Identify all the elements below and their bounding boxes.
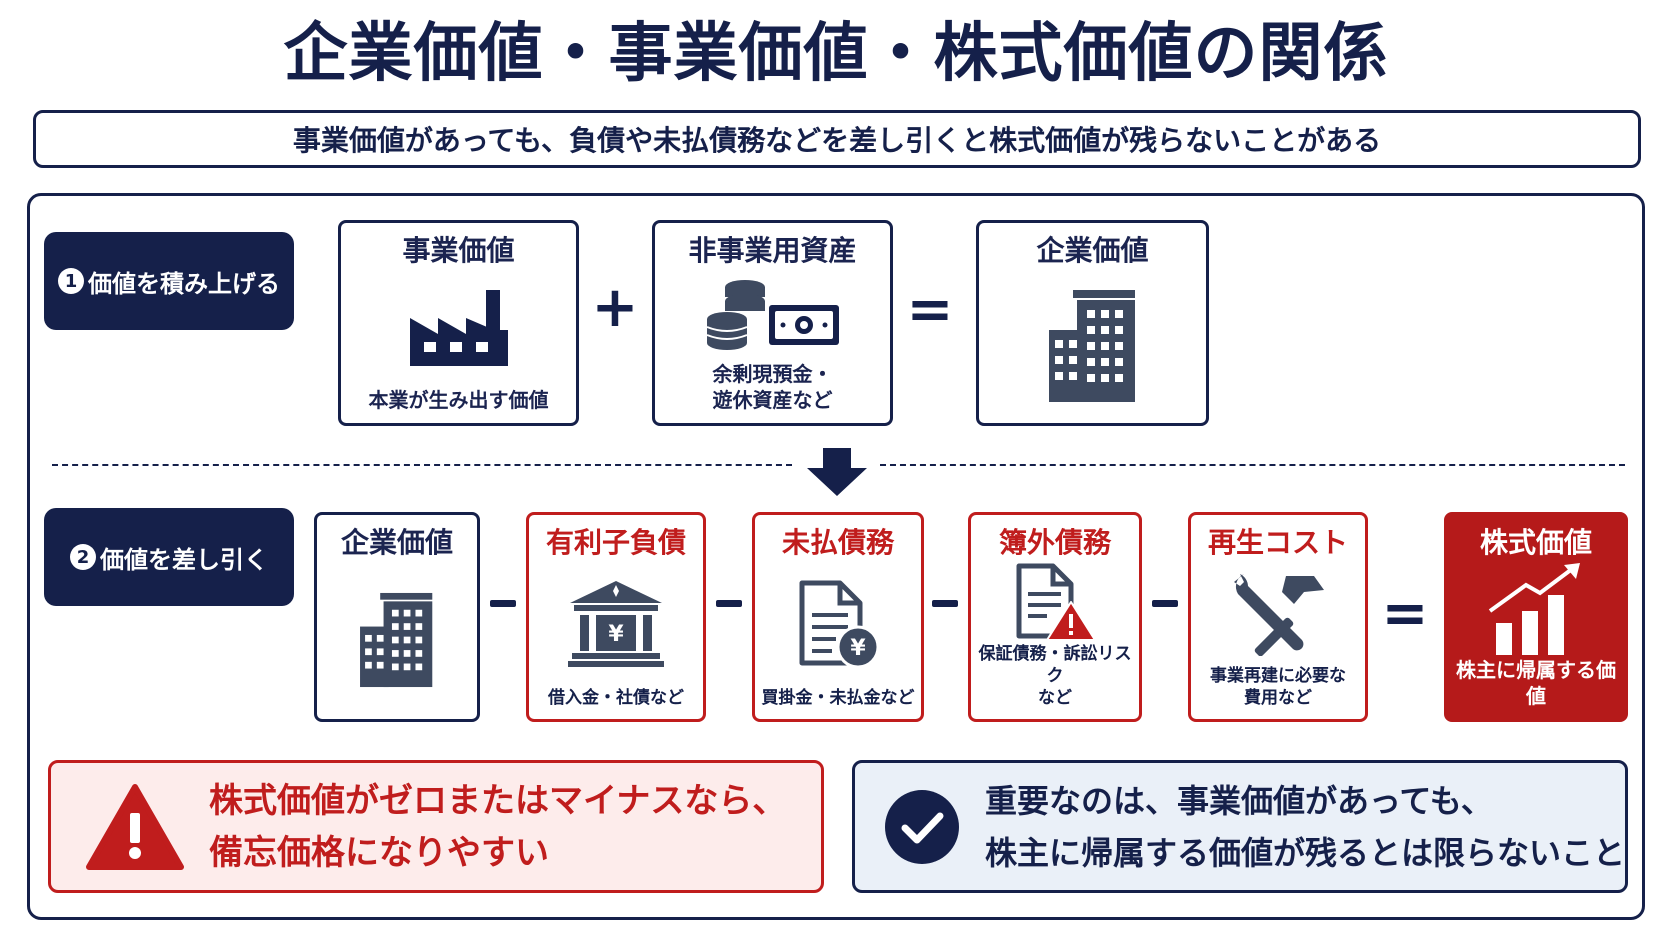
card-title: 簿外債務 [998, 526, 1111, 559]
card-title: 株式価値 [1479, 526, 1592, 559]
card-title: 事業価値 [402, 234, 515, 267]
card-non-business-assets: 非事業用資産 余剰現預金・ 遊休資産など [652, 220, 893, 426]
step1-label: 1 価値を積み上げる [44, 232, 294, 330]
card-title: 非事業用資産 [688, 234, 857, 267]
minus-sign [932, 600, 958, 607]
card-sub: 借入金・社債など [548, 688, 684, 708]
card-title: 企業価値 [340, 526, 453, 559]
building-icon [360, 592, 433, 688]
coins-cash-icon [706, 280, 839, 350]
card-restructuring-cost: 再生コスト 事業再建に必要な 費用など [1188, 512, 1368, 722]
card-unpaid-liabilities: 未払債務 ¥ 買掛金・未払金など [752, 512, 924, 722]
card-title: 企業価値 [1036, 234, 1149, 267]
tools-icon [1234, 574, 1324, 656]
minus-sign [1152, 600, 1178, 607]
card-title: 有利子負債 [545, 526, 686, 559]
card-sub: 株主に帰属する価値 [1456, 658, 1616, 708]
divider-left [52, 464, 792, 466]
check-circle-icon [885, 789, 959, 864]
card-sub: 買掛金・未払金など [761, 688, 915, 708]
step1-label-text: 価値を積み上げる [88, 269, 280, 298]
card-sub: 本業が生み出す価値 [368, 388, 549, 412]
card-enterprise-value-2: 企業価値 [314, 512, 480, 722]
card-sub: 保証債務・訴訟リスク など [978, 644, 1132, 708]
equals-sign: = [906, 277, 954, 342]
warning-icon [86, 783, 184, 870]
subtitle-box: 事業価値があっても、負債や未払債務などを差し引くと株式価値が残らないことがある [33, 110, 1641, 168]
warning-text: 株式価値がゼロまたはマイナスなら、 備忘価格になりやすい [209, 780, 787, 873]
step2-label: 2 価値を差し引く [44, 508, 294, 606]
minus-sign [490, 600, 516, 607]
warning-note: 株式価値がゼロまたはマイナスなら、 備忘価格になりやすい [48, 760, 824, 893]
key-point-text: 重要なのは、事業価値があっても、 株主に帰属する価値が残るとは限らないこと [985, 781, 1626, 872]
svg-text:¥: ¥ [850, 636, 866, 661]
card-business-value: 事業価値 本業が生み出す価値 [338, 220, 579, 426]
main-frame [27, 193, 1645, 920]
card-interest-bearing-debt: 有利子負債 ¥ 借入金・社債など [526, 512, 706, 722]
page-title: 企業価値・事業価値・株式価値の関係 [283, 17, 1389, 91]
minus-sign [716, 600, 742, 607]
card-title: 再生コスト [1207, 526, 1348, 559]
card-equity-value: 株式価値 株主に帰属する価値 [1444, 512, 1628, 722]
card-title: 未払債務 [781, 526, 894, 559]
plus-sign: + [591, 275, 639, 340]
factory-icon [409, 290, 508, 366]
card-off-balance-liabilities: 簿外債務 保証債務・訴訟リスク など [968, 512, 1142, 722]
step2-number: 2 [70, 544, 96, 570]
equals-sign: = [1381, 581, 1429, 646]
step1-number: 1 [58, 268, 84, 294]
building-icon [1048, 290, 1135, 402]
arrow-down-icon [807, 448, 867, 496]
subtitle-text: 事業価値があっても、負債や未払債務などを差し引くと株式価値が残らないことがある [292, 124, 1382, 157]
bank-yen-icon: ¥ [568, 581, 664, 667]
svg-text:¥: ¥ [608, 622, 624, 647]
growth-chart-icon [1488, 563, 1580, 655]
document-warning-icon [1016, 563, 1096, 641]
card-enterprise-value: 企業価値 [976, 220, 1209, 426]
step2-label-text: 価値を差し引く [100, 545, 268, 574]
card-sub: 余剰現預金・ 遊休資産など [712, 362, 833, 412]
divider-right [880, 464, 1625, 466]
key-point-note: 重要なのは、事業価値があっても、 株主に帰属する価値が残るとは限らないこと [852, 760, 1628, 893]
card-sub: 事業再建に必要な 費用など [1210, 666, 1346, 708]
document-yen-icon: ¥ [799, 580, 880, 669]
